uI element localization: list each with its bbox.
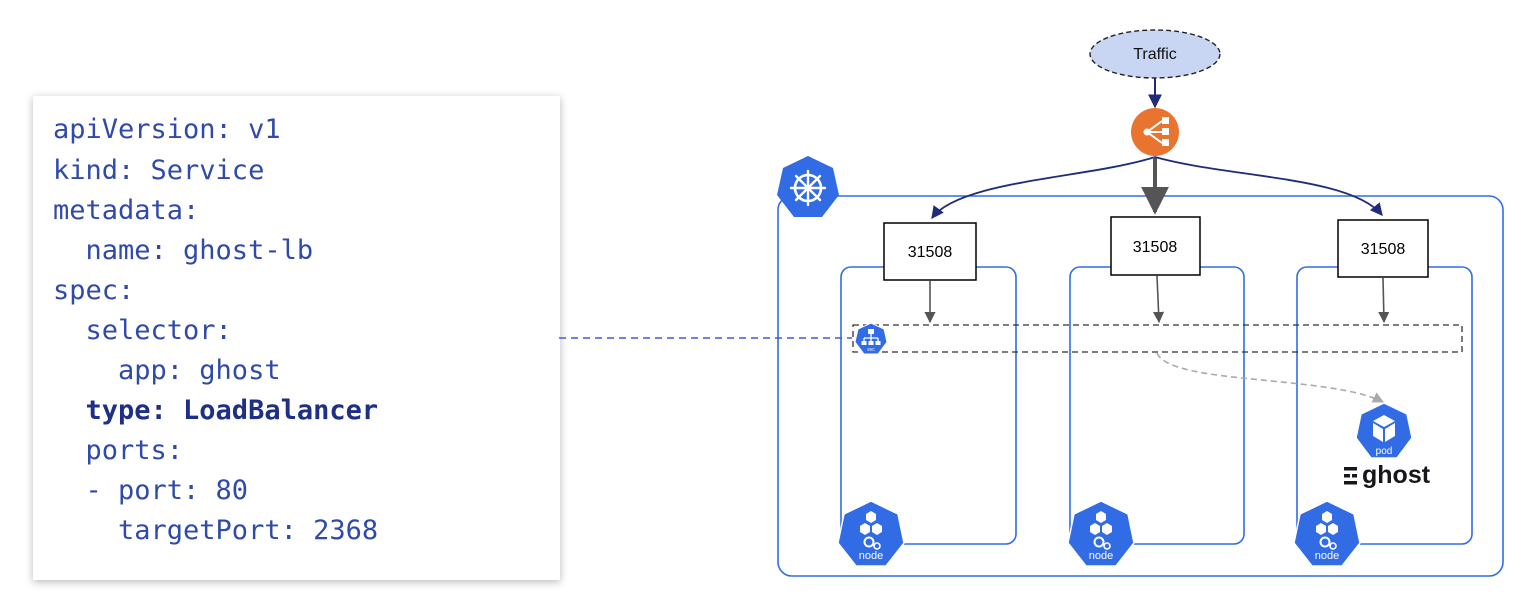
lb-to-port-3-arrow [1154,156,1383,216]
service-icon-label: svc [867,347,875,353]
node-port-box-1: 31508 [883,222,977,281]
code-line: name: ghost-lb [53,235,314,266]
node-icon-label: node [859,550,883,562]
service-band [852,324,1463,353]
port-to-service-arrow-2 [1152,275,1165,324]
code-line: - port: 80 [53,475,249,506]
code-line-type: type: LoadBalancer [53,395,379,426]
code-line: ports: [53,435,184,466]
port-to-service-arrow-3 [1378,277,1390,324]
node-icon-label: node [1089,550,1113,562]
cluster-boundary [777,195,1504,577]
yaml-code-panel: apiVersion: v1 kind: Service metadata: n… [33,96,560,580]
node-icon: node [1067,500,1135,567]
lb-to-port-1-arrow [931,156,1156,220]
node-icon: node [837,500,905,567]
node-icon: node [1293,500,1361,567]
code-line: kind: Service [53,155,265,186]
ghost-app-label: ghost [1362,461,1431,489]
node-port-box-3: 31508 [1337,219,1429,278]
traffic-node: Traffic [1089,29,1221,79]
code-line: selector: [53,315,232,346]
traffic-label: Traffic [1133,46,1177,63]
node-port-label: 31508 [1361,241,1406,258]
load-balancer-icon [1131,108,1179,156]
code-line: metadata: [53,195,200,226]
node-port-label: 31508 [908,244,953,261]
node-box-2 [1069,266,1245,545]
service-icon: svc [854,322,888,355]
node-port-label: 31508 [1133,239,1178,256]
kubernetes-helm-icon [777,156,839,217]
code-line: spec: [53,275,135,306]
service-to-pod-arrow [1156,352,1384,403]
pod-icon-label: pod [1376,446,1393,457]
ghost-logo: ghost [1344,461,1431,489]
code-line: targetPort: 2368 [53,515,379,546]
code-line: app: ghost [53,355,281,386]
pod-icon: pod [1355,402,1413,459]
code-line: apiVersion: v1 [53,114,281,145]
node-port-box-2: 31508 [1110,216,1201,276]
node-icon-label: node [1315,550,1339,562]
